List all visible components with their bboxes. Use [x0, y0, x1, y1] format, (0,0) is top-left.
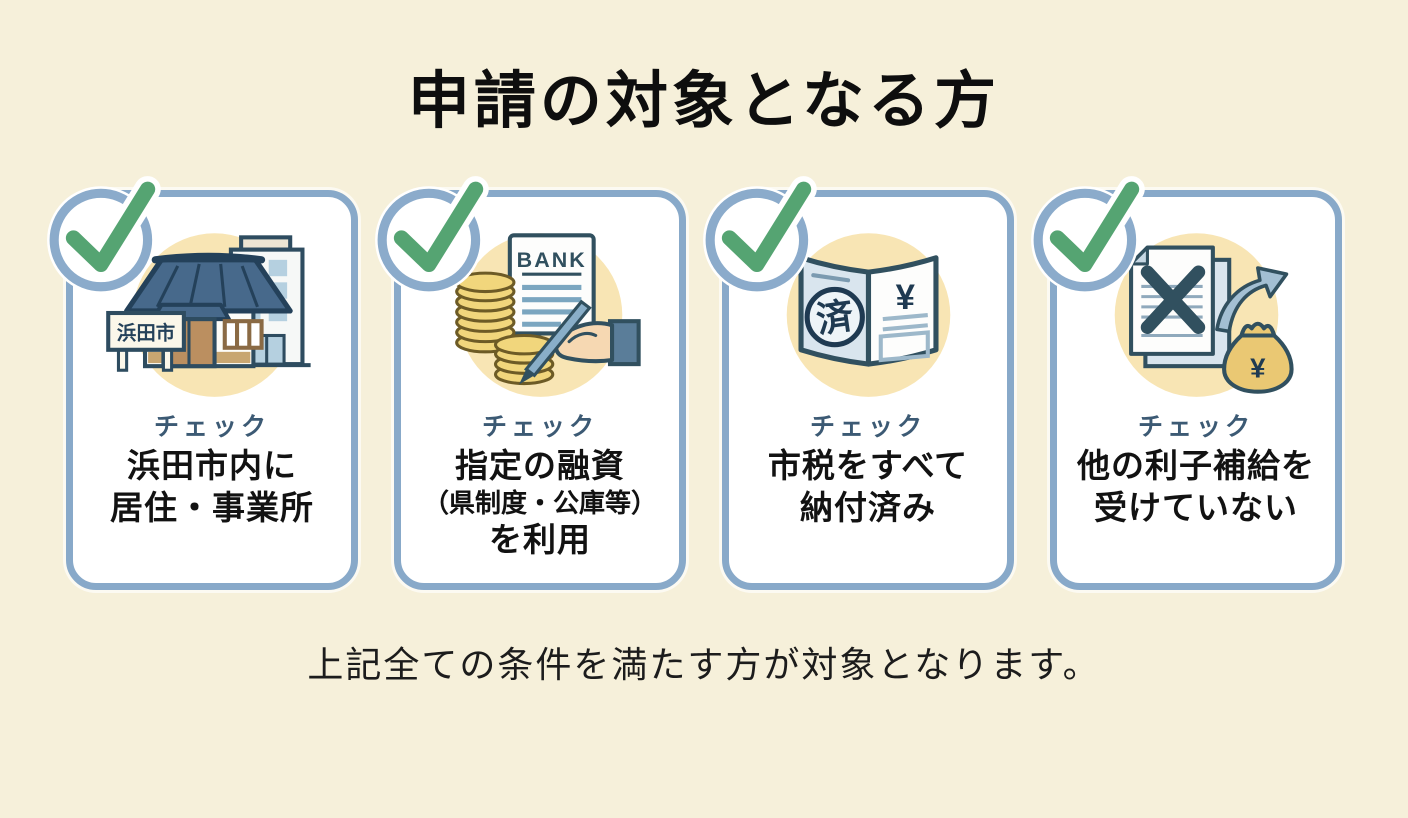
- condition-line: 居住・事業所: [110, 488, 314, 526]
- card-residence: 浜田市 チェック 浜田市内に 居住・事業所: [47, 176, 358, 590]
- condition-text: 浜田市内に 居住・事業所: [73, 445, 351, 528]
- check-label: チェック: [1137, 413, 1254, 441]
- yen-symbol: ¥: [895, 279, 915, 317]
- tax-passbook-icon: 済 ¥: [786, 233, 950, 397]
- money-bag-icon: [1221, 333, 1294, 394]
- condition-line: 他の利子補給を: [1077, 447, 1315, 484]
- condition-text: 他の利子補給を 受けていない: [1057, 445, 1335, 528]
- bank-document-label: BANK: [516, 248, 586, 272]
- eligibility-cards-row: 浜田市 チェック 浜田市内に 居住・事業所 BANK: [0, 176, 1408, 590]
- check-label: チェック: [809, 413, 926, 441]
- condition-text: 指定の融資 （県制度・公庫等） を利用: [401, 445, 679, 561]
- transfer-arrow-icon: [1214, 266, 1288, 334]
- paid-stamp-text: 済: [813, 295, 855, 341]
- card-loan: BANK チェック 指定の融資 （県制度・公庫等）: [375, 176, 686, 590]
- condition-line: 浜田市内に: [127, 447, 297, 484]
- city-buildings-icon: 浜田市: [105, 233, 311, 397]
- condition-text: 市税をすべて 納付済み: [729, 445, 1007, 528]
- check-label: チェック: [153, 413, 270, 441]
- card-tax-paid: 済 ¥ チェック 市税をすべて 納付済み: [703, 176, 1014, 590]
- condition-line: を利用: [489, 521, 591, 559]
- condition-line: （県制度・公庫等）: [422, 487, 657, 518]
- rejected-docs-moneybag-icon: ¥: [1114, 233, 1294, 397]
- footer-note: 上記全ての条件を満たす方が対象となります。: [307, 644, 1101, 685]
- yen-symbol: ¥: [1250, 352, 1266, 383]
- condition-line: 納付済み: [800, 488, 936, 526]
- condition-line: 指定の融資: [455, 447, 625, 484]
- card-no-other-subsidy: ¥ チェック 他の利子補給を 受けていない: [1031, 176, 1342, 590]
- condition-line: 受けていない: [1094, 488, 1298, 526]
- bank-loan-signing-icon: BANK: [454, 233, 641, 397]
- condition-line: 市税をすべて: [767, 447, 969, 484]
- page-title: 申請の対象となる方: [407, 67, 1001, 136]
- check-label: チェック: [481, 413, 598, 441]
- city-sign-text: 浜田市: [116, 322, 174, 345]
